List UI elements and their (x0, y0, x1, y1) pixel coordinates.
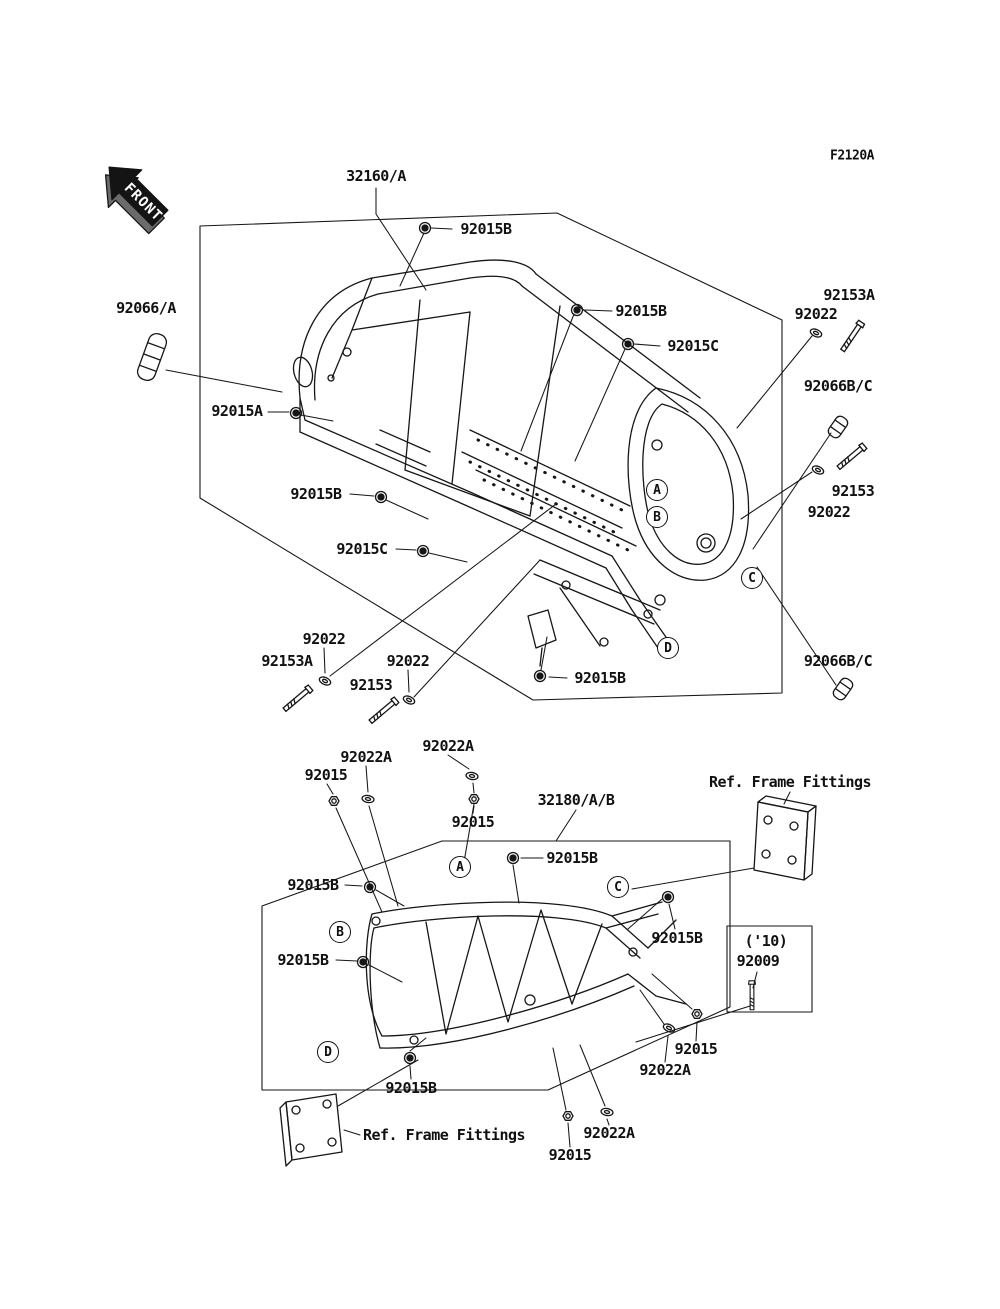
ref-frame-fittings-plate-bottom (279, 1093, 343, 1167)
bolt-icon (661, 890, 675, 904)
bolt-icon (533, 669, 547, 683)
label-92153a-2: 92153A (261, 652, 313, 670)
screw-icon (282, 684, 314, 712)
washer-icon (318, 676, 332, 686)
label-92015b-5: 92015B (546, 849, 598, 867)
washer-icon (809, 328, 823, 338)
nut-icon (691, 1009, 703, 1019)
washer-icon (402, 695, 416, 705)
bolt-icon (621, 337, 635, 351)
ref-frame-fittings-plate-right (753, 795, 817, 881)
washer-icon (662, 1023, 676, 1033)
label-year-10: ('10) (744, 932, 788, 950)
label-92015b-3: 92015B (290, 485, 342, 503)
label-92153-2: 92153 (349, 676, 393, 694)
label-92022a-1: 92022A (340, 748, 392, 766)
label-ref-frame-fittings-1: Ref. Frame Fittings (708, 773, 872, 791)
label-92015b-9: 92015B (385, 1079, 437, 1097)
callout-d: D (657, 637, 679, 659)
bolt-icon (403, 1051, 417, 1065)
callout-a: A (449, 856, 471, 878)
nut-icon (328, 796, 340, 806)
nut-icon (562, 1111, 574, 1121)
subframe-boundary (261, 840, 731, 1091)
bolt-icon (363, 880, 377, 894)
bolt-icon (374, 490, 388, 504)
cap-icon-92066bc (827, 415, 849, 439)
label-92015b-6: 92015B (287, 876, 339, 894)
leader-lines (165, 187, 837, 1148)
label-92022-4: 92022 (386, 652, 430, 670)
main-frame-drawing (292, 259, 750, 667)
label-92015b-2: 92015B (615, 302, 667, 320)
label-92066a: 92066/A (116, 299, 176, 317)
callout-d: D (317, 1041, 339, 1063)
label-92015a: 92015A (211, 402, 263, 420)
bolt-icon (418, 221, 432, 235)
bolt-icon (356, 955, 370, 969)
label-92015-1: 92015 (304, 766, 348, 784)
label-92015b-7: 92015B (651, 929, 703, 947)
label-92015-3: 92015 (674, 1040, 718, 1058)
washer-icon (361, 794, 375, 804)
label-92015c-2: 92015C (336, 540, 388, 558)
label-92015b-1: 92015B (460, 220, 512, 238)
cap-icon-92066a (136, 332, 168, 382)
label-92022a-3: 92022A (639, 1061, 691, 1079)
label-92153-1: 92153 (831, 482, 875, 500)
label-92022-1: 92022 (794, 305, 838, 323)
label-92066bc-2: 92066B/C (803, 652, 873, 670)
label-92015b-8: 92015B (277, 951, 329, 969)
washer-icon (465, 771, 479, 781)
label-32160a: 32160/A (346, 167, 406, 185)
label-92015c-1: 92015C (667, 337, 719, 355)
callout-c: C (607, 876, 629, 898)
label-92015-2: 92015 (451, 813, 495, 831)
label-92009: 92009 (736, 952, 780, 970)
label-92015-4: 92015 (548, 1146, 592, 1164)
label-92153a-1: 92153A (823, 286, 875, 304)
label-92022-3: 92022 (302, 630, 346, 648)
bolt-icon (416, 544, 430, 558)
front-arrow-icon: FRONT (104, 166, 169, 235)
label-92066bc-1: 92066B/C (803, 377, 873, 395)
screw-icon (836, 442, 868, 470)
label-92022a-2: 92022A (422, 737, 474, 755)
washer-icon (600, 1107, 614, 1117)
callout-b: B (646, 506, 668, 528)
label-92022-2: 92022 (807, 503, 851, 521)
label-92022a-4: 92022A (583, 1124, 635, 1142)
screw-icon (368, 696, 400, 724)
screw-icon (840, 319, 866, 353)
washer-icon (811, 465, 825, 475)
callout-b: B (329, 921, 351, 943)
main-frame-boundary (199, 212, 783, 701)
subframe-drawing (365, 901, 687, 1049)
label-32180ab: 32180/A/B (537, 791, 615, 809)
fasteners (136, 221, 868, 1121)
callout-c: C (741, 567, 763, 589)
bolt-icon (289, 406, 303, 420)
bolt-icon (570, 303, 584, 317)
bolt-icon (506, 851, 520, 865)
label-ref-frame-fittings-2: Ref. Frame Fittings (362, 1126, 526, 1144)
nut-icon (468, 794, 480, 804)
year-part-box (726, 925, 813, 1013)
figure-code: F2120A (830, 148, 874, 164)
callout-a: A (646, 479, 668, 501)
screw-icon (748, 980, 756, 1011)
label-92015b-4: 92015B (574, 669, 626, 687)
cap-icon-92066bc (832, 677, 854, 701)
